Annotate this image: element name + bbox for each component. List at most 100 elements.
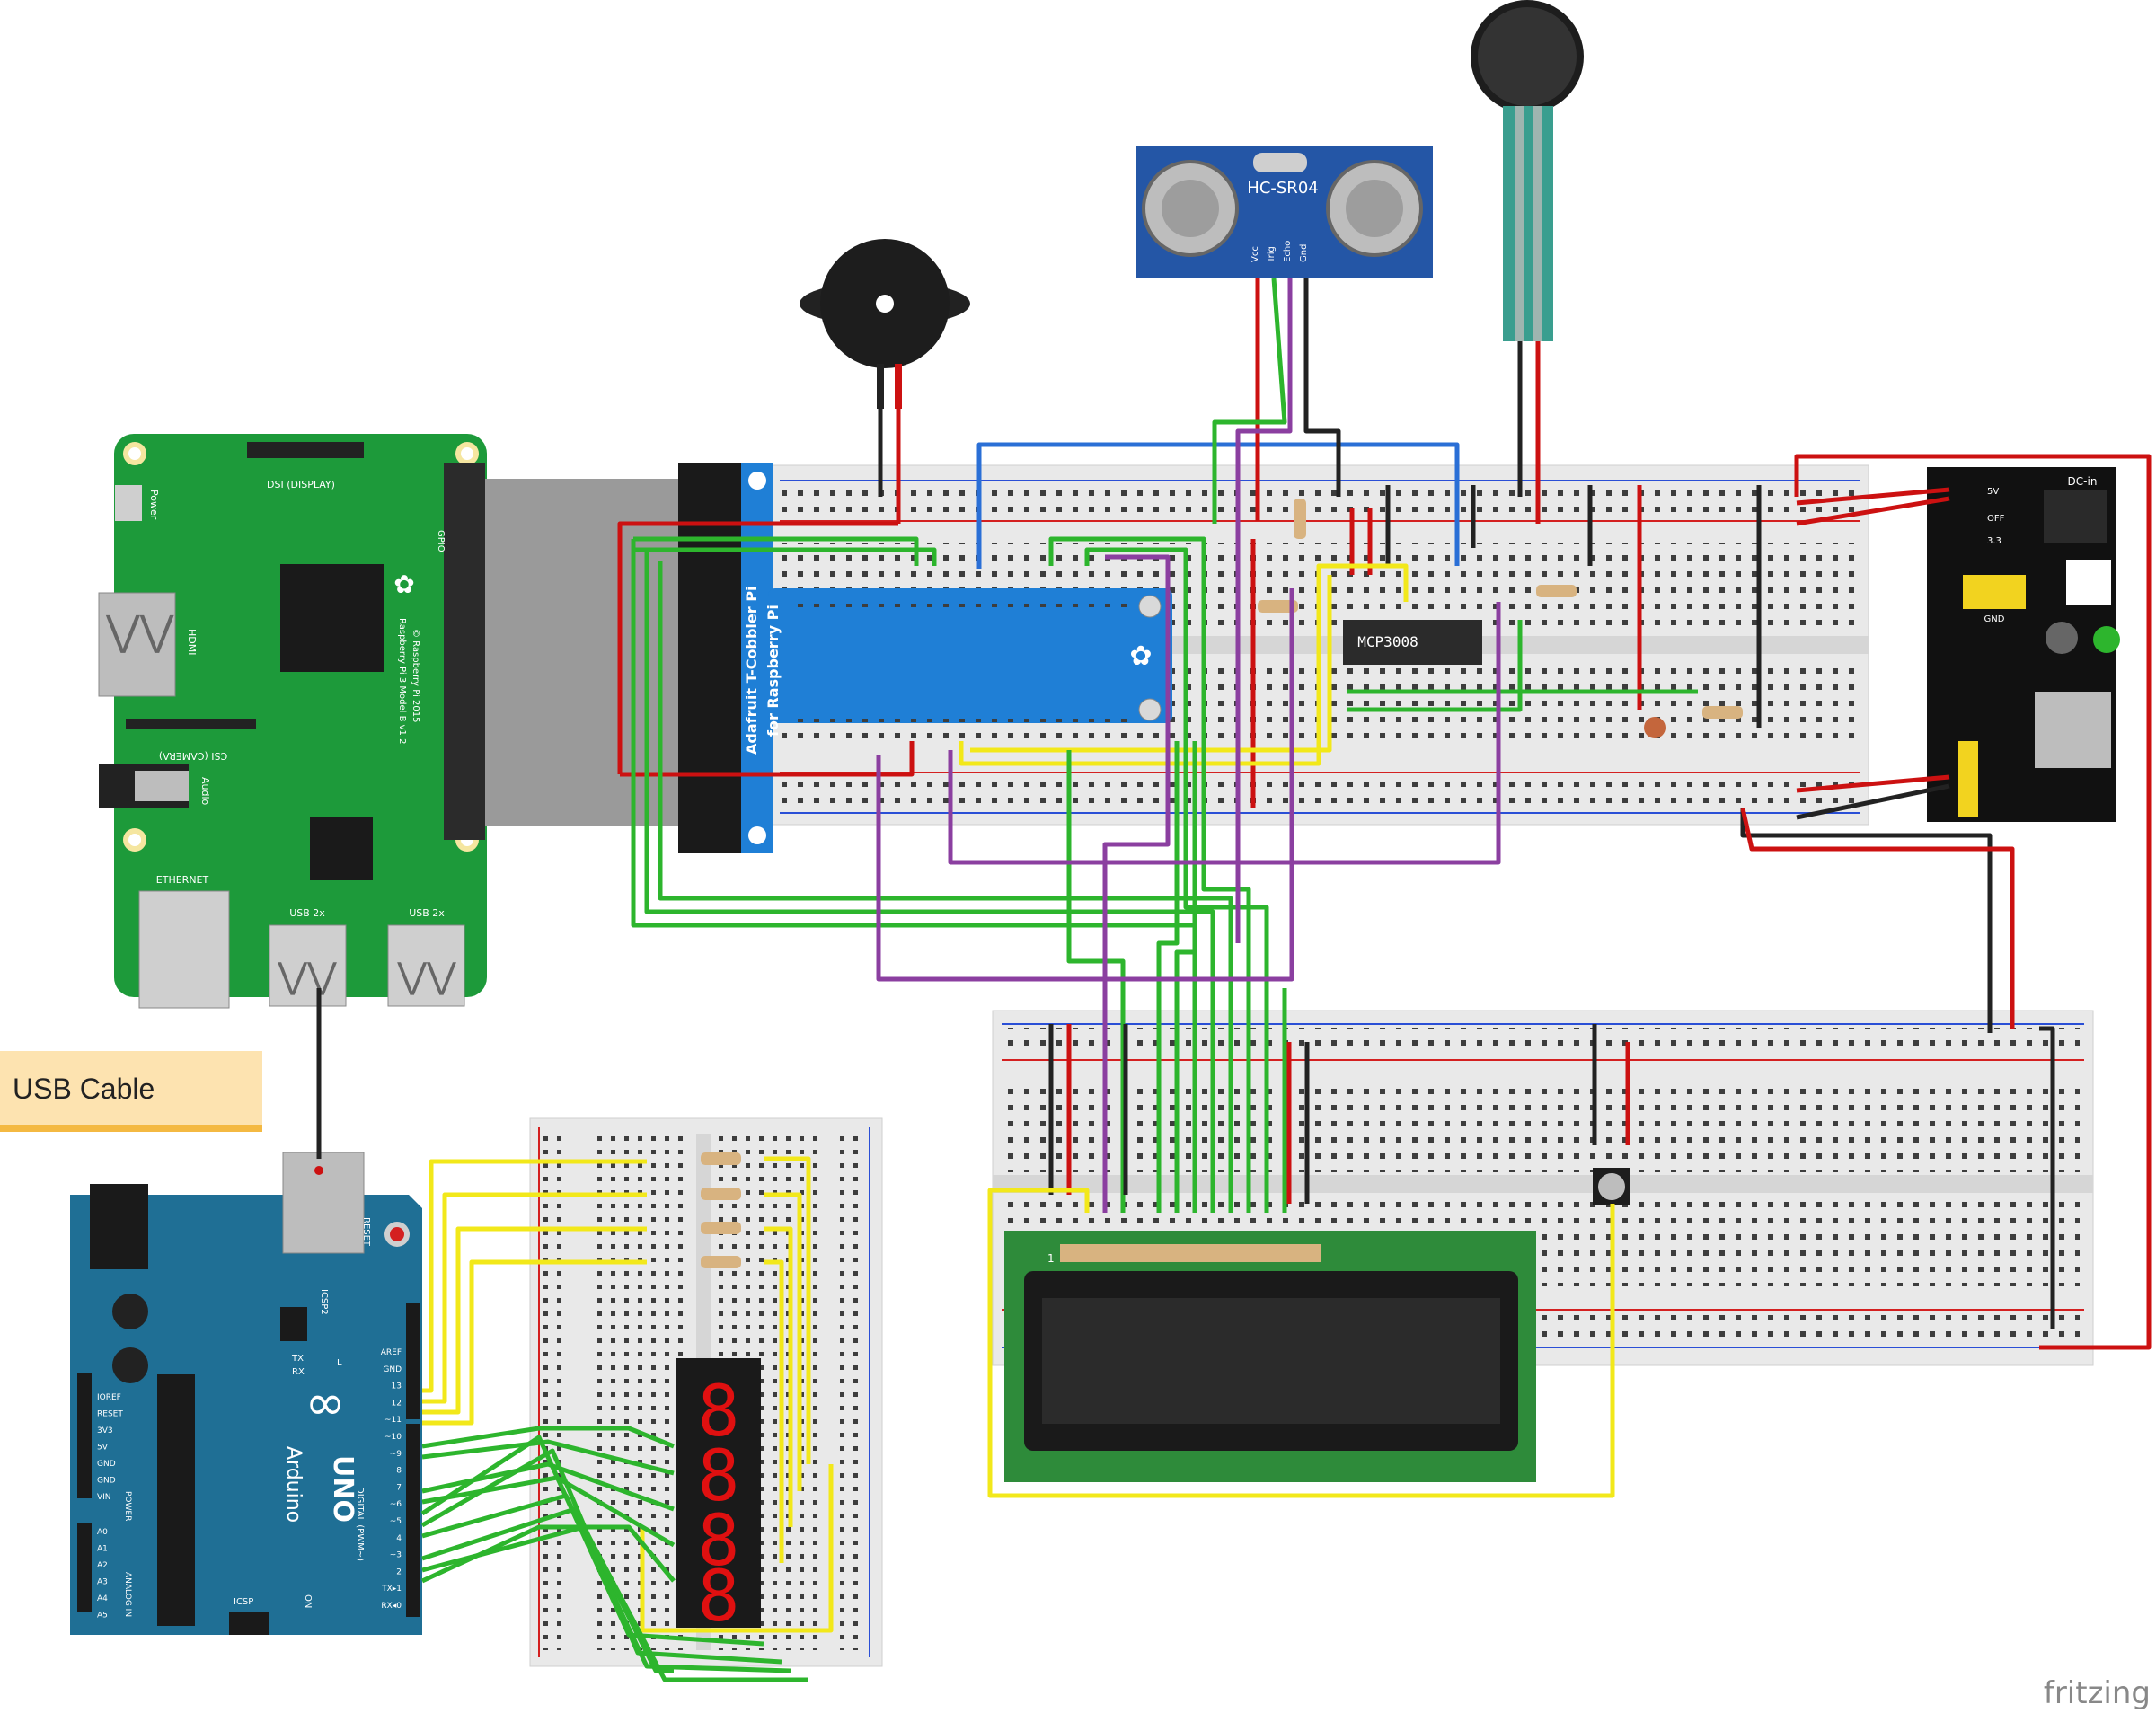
- ultrasonic-pin-echo: Echo: [1283, 241, 1293, 262]
- wire-yellow: [987, 1188, 1615, 1498]
- wire-green: [1174, 741, 1197, 1213]
- wire-green: [644, 550, 1215, 1213]
- wire-green: [633, 536, 919, 566]
- rpi-dsi-label: DSI (DISPLAY): [267, 479, 335, 490]
- ultrasonic-pin-gnd: Gnd: [1299, 244, 1309, 262]
- fritzing-watermark: fritzing: [2043, 1675, 2151, 1711]
- arduino-tx-label: TX: [291, 1354, 304, 1364]
- lcd-16x2: 1: [1004, 1231, 1536, 1482]
- wire-yellow: [959, 563, 1409, 766]
- rpi-power-label: Power: [148, 490, 160, 520]
- wire-blue: [976, 442, 1460, 569]
- wire-green: [1348, 620, 1523, 712]
- arduino-icsp-label: ICSP: [234, 1597, 253, 1607]
- wire-black: [1796, 783, 1950, 820]
- wire-green: [631, 539, 1197, 1213]
- wire-green: [421, 1461, 675, 1512]
- usb-cable-note: USB Cable: [0, 1051, 262, 1132]
- usb-cable-note-text: USB Cable: [13, 1073, 155, 1105]
- arduino-pin-label: TX▸1: [381, 1585, 402, 1594]
- wire-green: [421, 1439, 675, 1476]
- hdmi-icon: ⋁⋁: [105, 606, 174, 655]
- arduino-model-label: UNO: [327, 1455, 358, 1523]
- wire-red: [1796, 487, 1950, 506]
- wire-purple: [1102, 554, 1171, 1213]
- arduino-pin-label: VIN: [97, 1493, 111, 1502]
- arduino-pin-label: ~3: [390, 1551, 402, 1560]
- arduino-pin-label: 4: [396, 1534, 402, 1543]
- cobbler-title-2: for Raspberry Pi: [764, 605, 782, 737]
- wire-purple: [948, 602, 1501, 865]
- arduino-l-label: L: [337, 1358, 342, 1368]
- rpi-ethernet-label: ETHERNET: [156, 874, 209, 886]
- wire-yellow: [422, 1259, 647, 1426]
- arduino-pin-label: 5V: [97, 1444, 109, 1453]
- lcd-pin1-label: 1: [1047, 1252, 1055, 1265]
- potentiometer: [1593, 1168, 1630, 1205]
- seven-segment-display: 8 8 8 8: [676, 1358, 761, 1638]
- arduino-analog-label: ANALOG IN: [123, 1572, 132, 1617]
- digit-4: 8: [698, 1557, 740, 1638]
- wire-green: [1156, 741, 1180, 1213]
- rpi-usb1-label: USB 2x: [289, 907, 325, 919]
- ultrasonic-pin-trig: Trig: [1267, 246, 1277, 263]
- wire-yellow: [764, 1156, 811, 1464]
- force-sensor: [1471, 0, 1584, 341]
- arduino-pin-label: A5: [97, 1612, 108, 1620]
- resistors-main: [1258, 499, 1743, 738]
- wire-red: [1740, 808, 2015, 1029]
- psu-led: [2093, 626, 2120, 653]
- digit-3: 8: [698, 1501, 740, 1582]
- arduino-pin-label: 12: [392, 1399, 402, 1408]
- power-supply-module: DC-in GND 5V OFF 3.3: [1927, 467, 2120, 822]
- arduino-pin-label: ~11: [384, 1416, 402, 1425]
- arduino-pin-label: RX◂0: [381, 1602, 402, 1611]
- arduino-digital-label: DIGITAL (PWM~): [355, 1487, 365, 1561]
- wire-green: [421, 1524, 808, 1682]
- wire-green: [1066, 750, 1126, 1213]
- arduino-pin-label: A1: [97, 1545, 108, 1554]
- wire-yellow: [640, 1464, 834, 1633]
- arduino-pin-label: A3: [97, 1578, 108, 1587]
- arduino-brand-label: Arduino: [282, 1446, 305, 1523]
- arduino-pin-label: GND: [383, 1365, 402, 1374]
- wire-yellow: [764, 1226, 793, 1527]
- raspberry-logo-icon: ✿: [393, 570, 414, 599]
- arduino-uno-board: RESET ICSP2 TX RX L ∞ Arduino UNO DIGITA…: [70, 1152, 422, 1635]
- arduino-pin-label: ~6: [390, 1500, 402, 1509]
- wire-red: [1796, 496, 1950, 526]
- wire-yellow: [422, 1192, 647, 1404]
- digit-1: 8: [698, 1372, 740, 1453]
- arduino-pin-label: A0: [97, 1528, 108, 1537]
- resistors-segment-board: [701, 1152, 741, 1268]
- wire-green: [420, 1524, 676, 1584]
- ribbon-connector: [678, 463, 741, 853]
- wire-yellow: [422, 1226, 647, 1415]
- arduino-pin-label: RESET: [97, 1410, 123, 1419]
- t-cobbler: Adafruit T-Cobbler Pi for Raspberry Pi ✿: [741, 463, 1172, 853]
- arduino-pin-label: ~9: [390, 1450, 402, 1459]
- wire-green: [421, 1426, 675, 1449]
- arduino-pin-label: GND: [97, 1477, 116, 1486]
- usb-port-icon: ⋁⋁: [277, 956, 337, 997]
- wire-green: [1084, 547, 1269, 1213]
- piezo-buzzer: [800, 239, 970, 409]
- digit-2: 8: [698, 1436, 740, 1517]
- wire-red: [617, 521, 898, 774]
- ribbon-cable: [485, 479, 678, 826]
- wire-black: [1303, 278, 1341, 497]
- psu-gnd-label: GND: [1984, 614, 2005, 624]
- adafruit-logo-icon: ✿: [1129, 640, 1152, 672]
- wire-black: [2039, 1026, 2055, 1329]
- rpi-usb2-label: USB 2x: [409, 907, 445, 919]
- usb-port-icon: ⋁⋁: [396, 956, 456, 997]
- wire-purple: [1235, 278, 1293, 539]
- rpi-hdmi-label: HDMI: [186, 629, 198, 655]
- wire-yellow: [764, 1259, 784, 1563]
- wire-green: [633, 547, 937, 566]
- arduino-reset-label: RESET: [361, 1217, 371, 1247]
- arduino-pin-label: IOREF: [97, 1393, 121, 1402]
- psu-5v-label: 5V: [1987, 487, 1999, 497]
- arduino-pin-label: AREF: [381, 1348, 402, 1357]
- adc-chip-label: MCP3008: [1357, 633, 1418, 650]
